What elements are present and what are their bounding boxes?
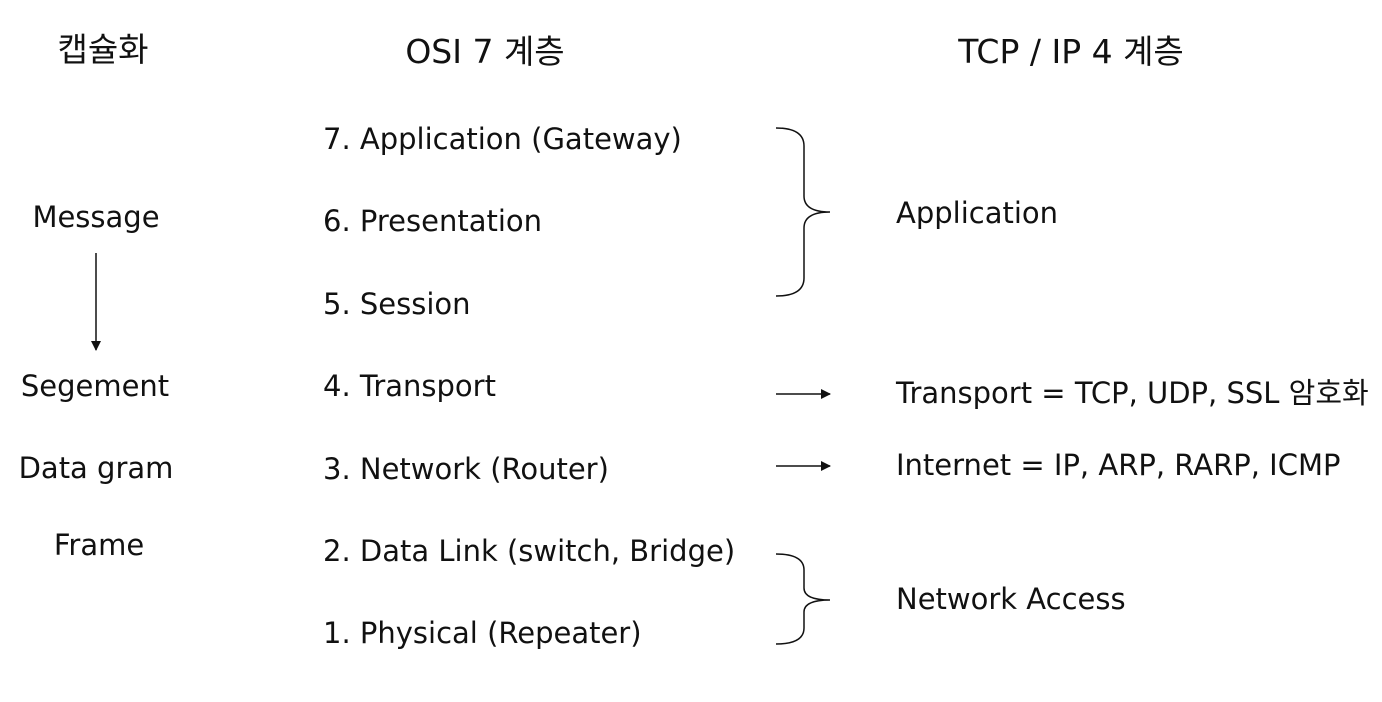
osi-layer-4: 4. Transport [323, 369, 496, 403]
osi-layer-1: 1. Physical (Repeater) [323, 616, 642, 650]
osi-layer-6: 6. Presentation [323, 204, 543, 238]
network-access-brace [775, 553, 831, 645]
osi-layer-3: 3. Network (Router) [323, 452, 609, 486]
tcpip-layer-transport: Transport = TCP, UDP, SSL 암호화 [896, 376, 1369, 410]
osi-header: OSI 7 계층 [405, 32, 565, 71]
osi-layer-7: 7. Application (Gateway) [323, 122, 682, 156]
unit-frame: Frame [53, 528, 145, 562]
tcpip-layer-network-access: Network Access [896, 582, 1126, 616]
application-brace [775, 127, 831, 297]
encapsulation-header: 캡슐화 [57, 30, 149, 69]
osi-layer-5: 5. Session [323, 287, 471, 321]
osi-layer-2: 2. Data Link (switch, Bridge) [323, 534, 736, 568]
tcpip-header: TCP / IP 4 계층 [958, 32, 1184, 71]
tcpip-layer-application: Application [896, 196, 1059, 230]
tcpip-layer-internet: Internet = IP, ARP, RARP, ICMP [896, 448, 1341, 482]
unit-datagram: Data gram [18, 451, 174, 485]
unit-message: Message [32, 200, 160, 234]
unit-segment: Segement [20, 369, 170, 403]
